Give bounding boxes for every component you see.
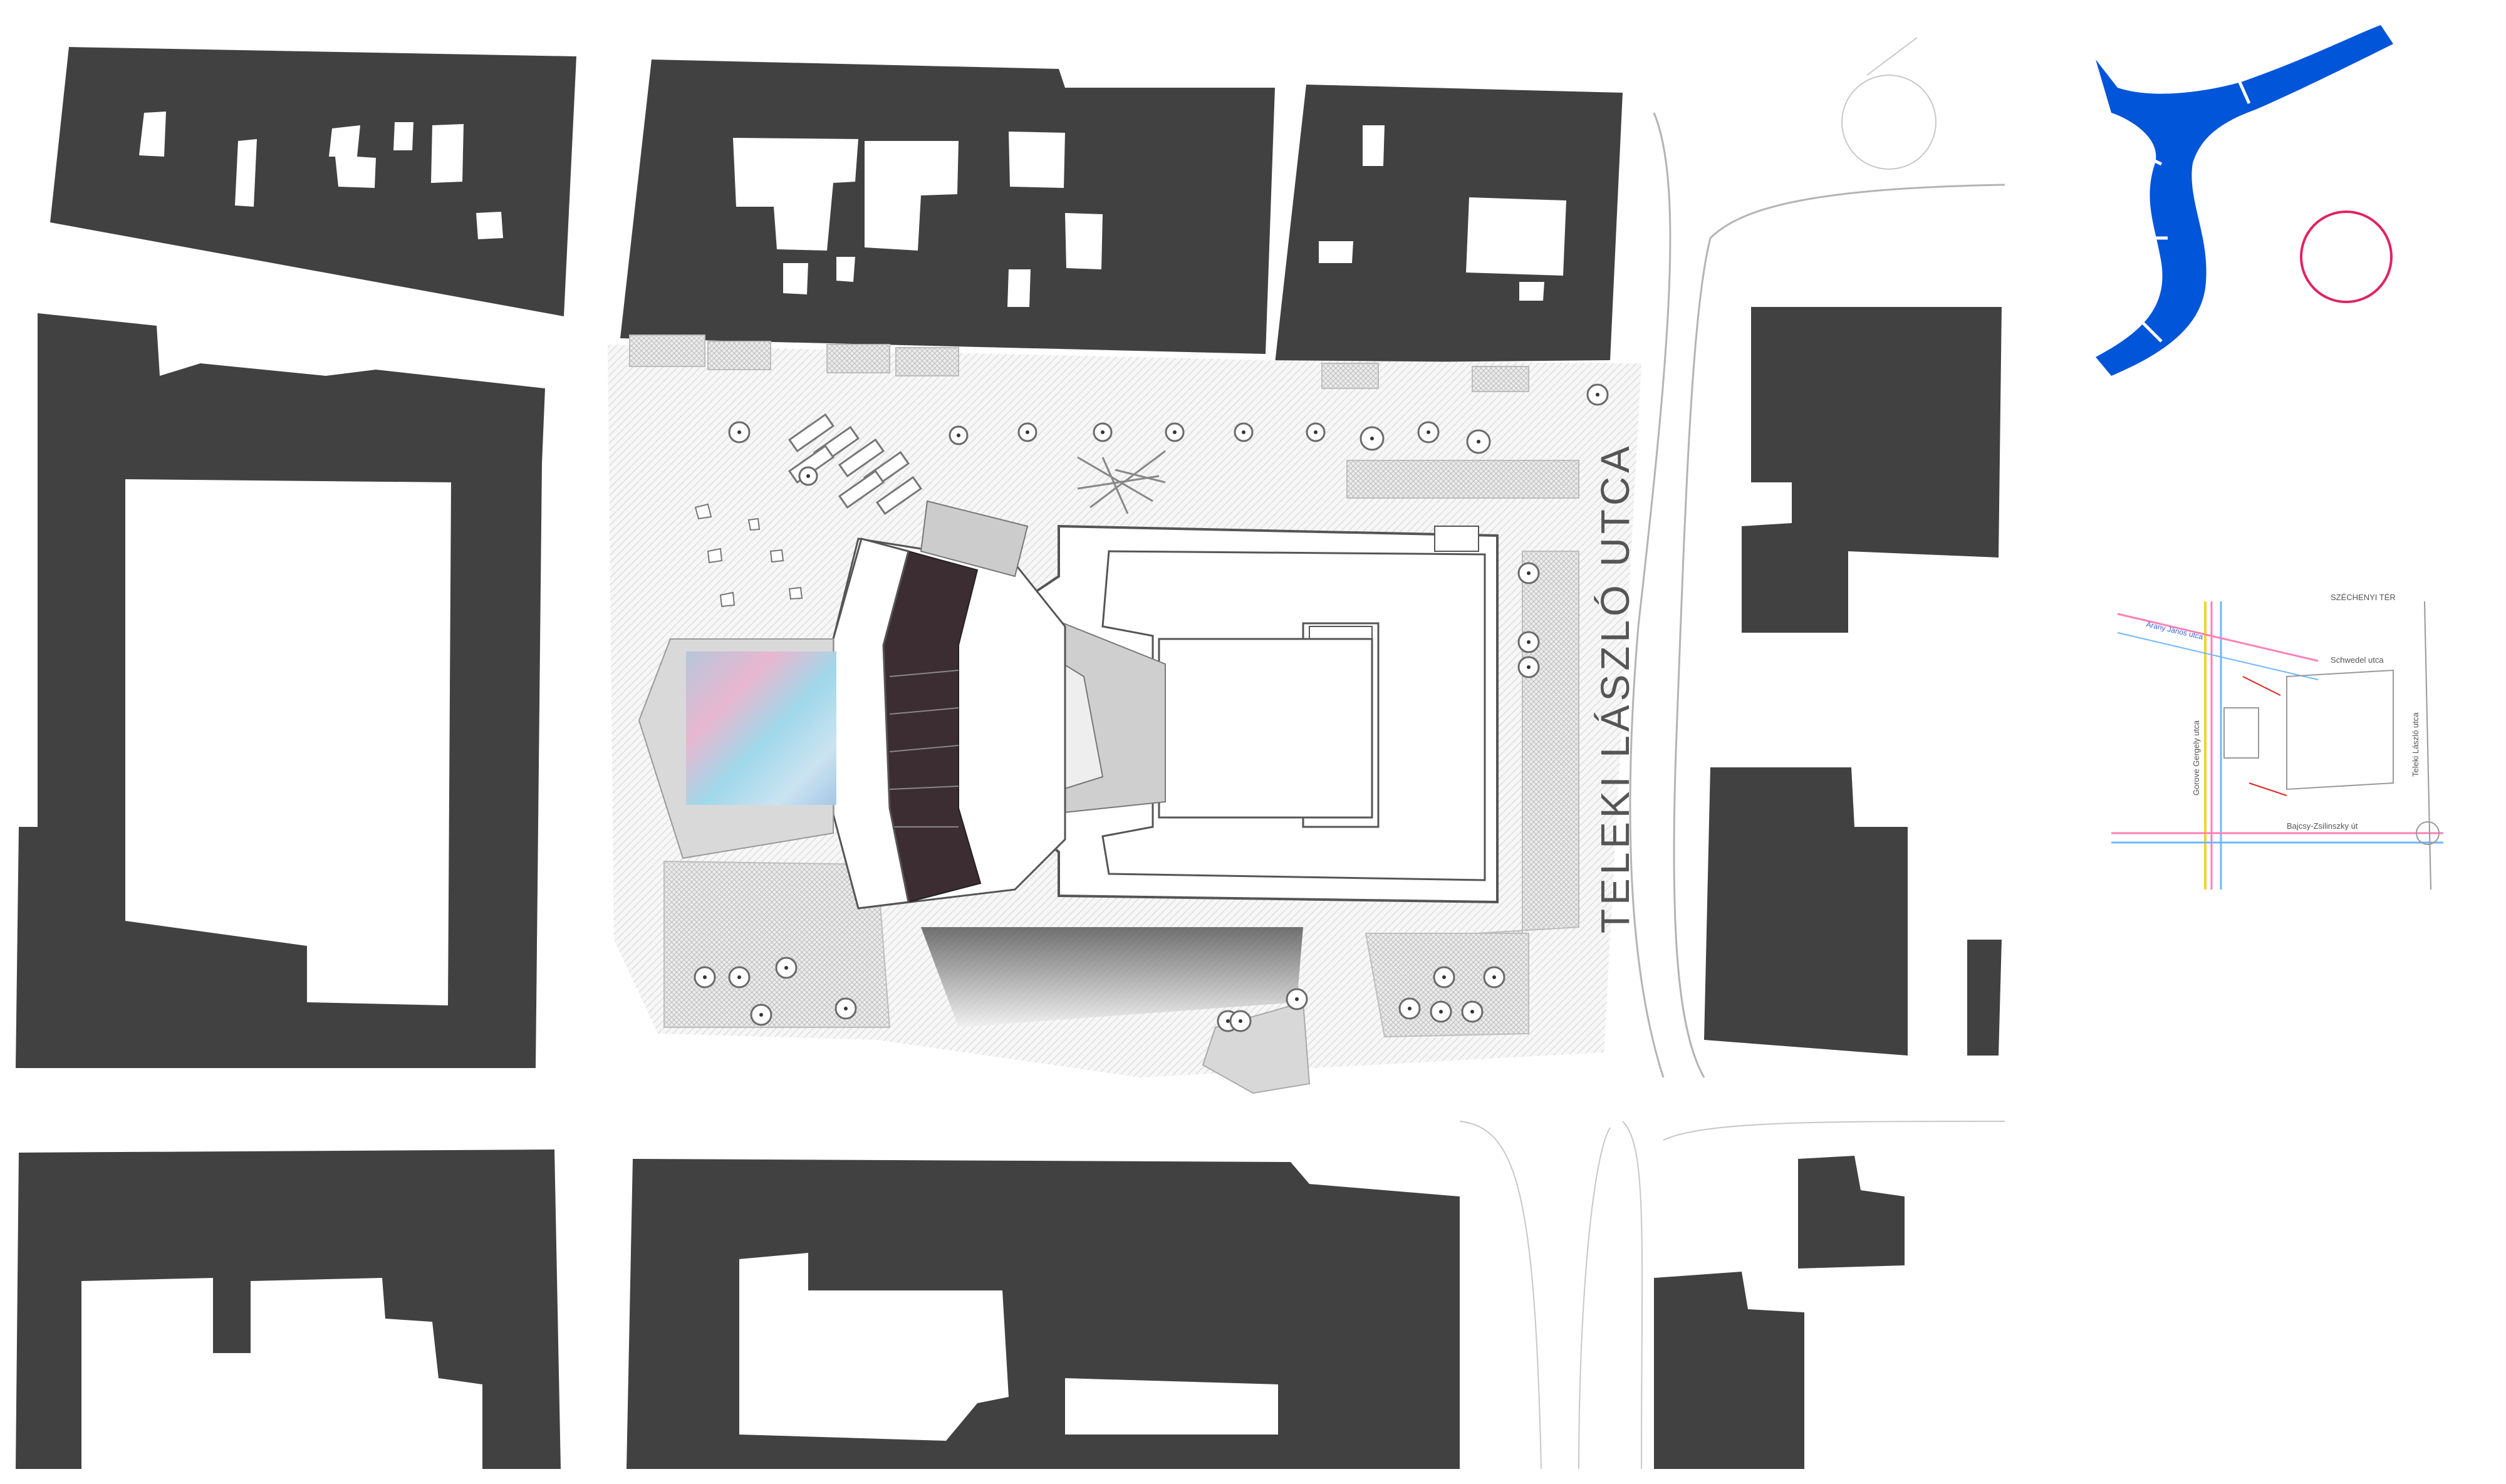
front-paved-strips	[629, 335, 1579, 1038]
trees	[694, 383, 1609, 1032]
street-lines	[1459, 37, 2005, 1470]
sculpture-lines	[1077, 450, 1166, 514]
building-block-bottom-right	[1654, 1156, 1905, 1469]
benches	[788, 413, 923, 516]
building-block-top-right	[1275, 85, 1623, 363]
location-label-gorove: Gorove Gergely utca	[2191, 720, 2201, 796]
river-map-inset	[2096, 25, 2393, 376]
location-label-bajcsy: Bajcsy-Zsilinszky út	[2287, 821, 2358, 831]
building-block-left	[16, 313, 545, 1068]
location-diagram-inset: SZÉCHENYI TÉR Arany János utca Schwedel …	[2111, 593, 2443, 890]
building-block-bottom-left	[16, 1149, 561, 1469]
building-block-top-center	[620, 60, 1275, 354]
building-block-right-lower	[1704, 767, 2002, 1056]
location-label-square: SZÉCHENYI TÉR	[2331, 593, 2396, 602]
rocks	[694, 503, 803, 608]
building-block-top-left	[50, 47, 576, 316]
holographic-image	[686, 651, 836, 805]
building-block-bottom-center	[626, 1159, 1460, 1469]
location-label-teleki: Teleki László utca	[2411, 712, 2420, 777]
location-label-arany-janos: Arany János utca	[2145, 620, 2204, 641]
building-block-right-upper	[1742, 307, 2002, 633]
street-label-teleki: TELEKI LÁSZLÓ UTCA	[1593, 442, 1638, 933]
site-location-marker	[2300, 210, 2393, 303]
location-label-schwedel: Schwedel utca	[2331, 655, 2384, 665]
